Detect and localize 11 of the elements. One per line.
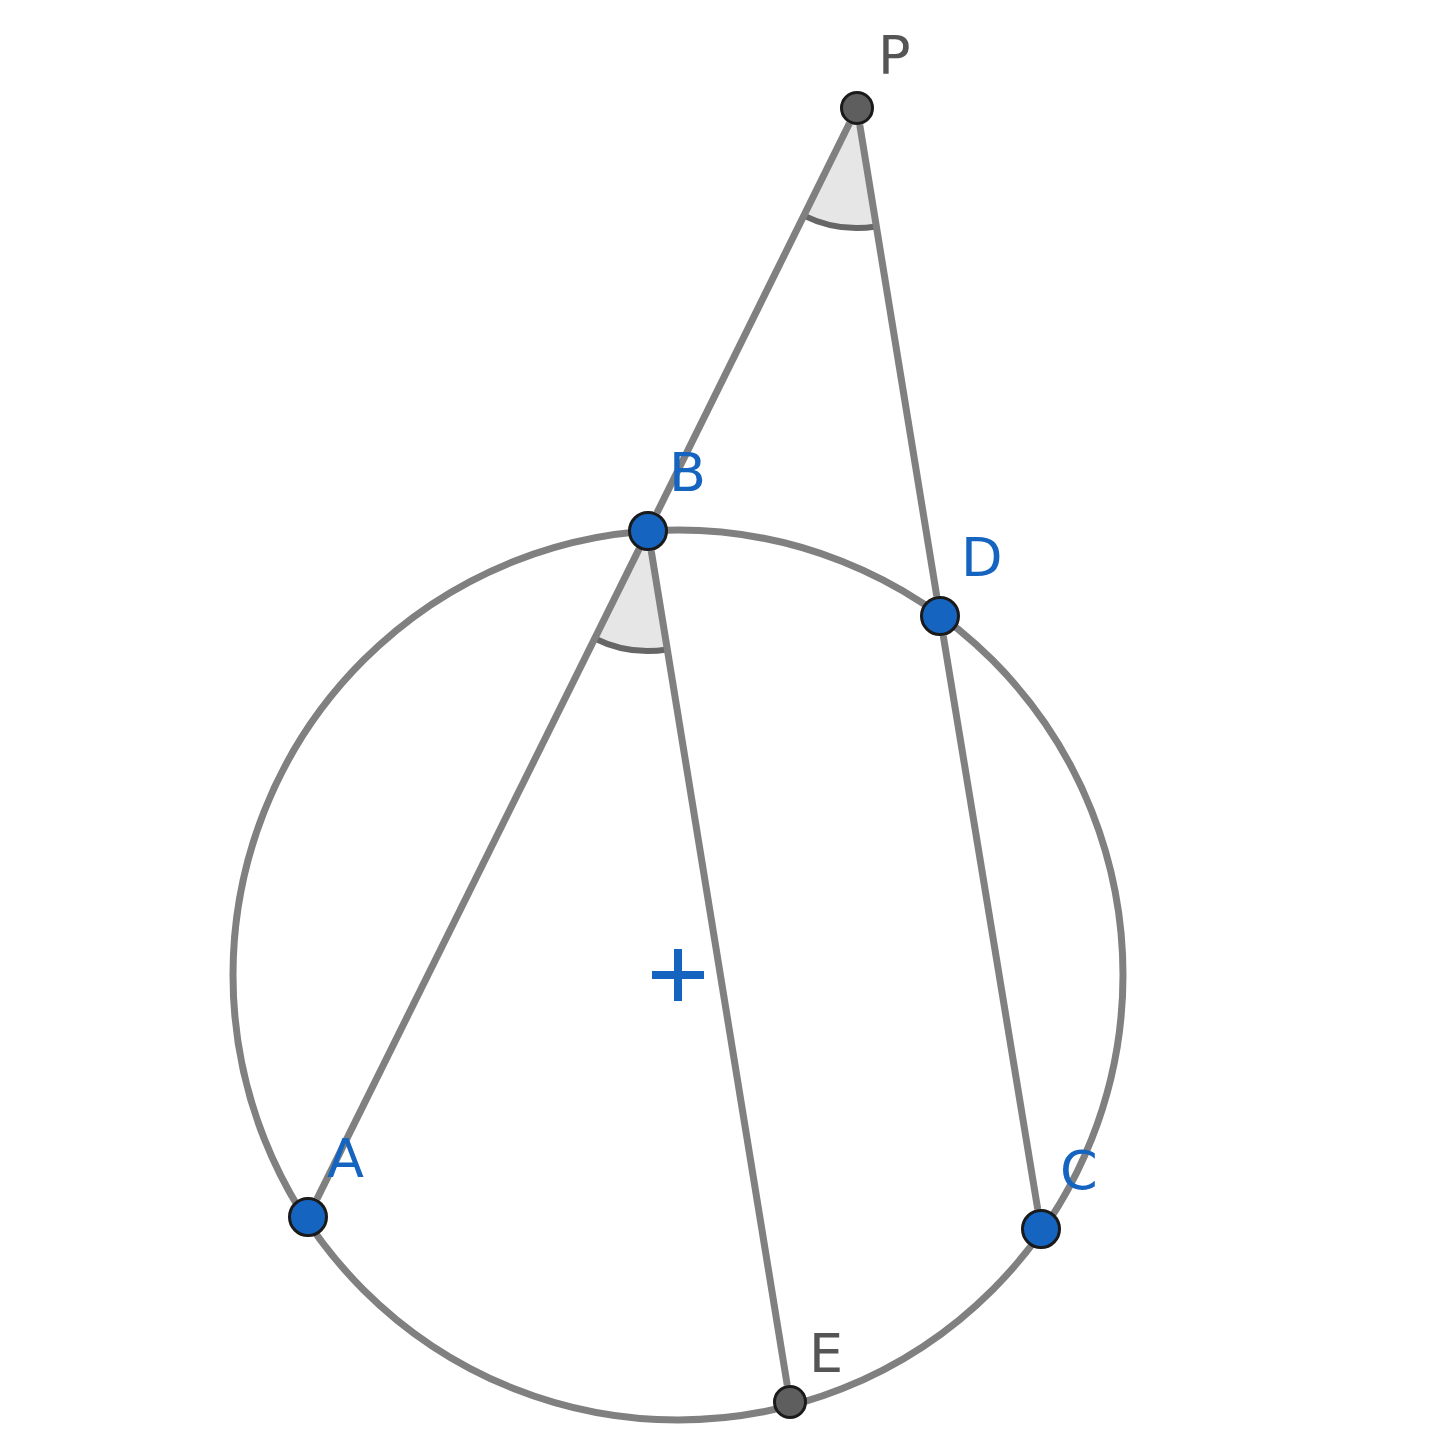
point-label: E	[809, 1327, 844, 1381]
point-label: B	[669, 446, 707, 500]
point-label: D	[961, 531, 1003, 585]
line-segment	[653, 121, 853, 515]
line-segment	[856, 124, 941, 597]
point-label: P	[878, 29, 911, 83]
point-label: C	[1060, 1144, 1098, 1198]
line-segment	[313, 547, 643, 1201]
point-label: A	[327, 1132, 364, 1186]
line-segment	[939, 635, 1042, 1210]
line-segment	[647, 550, 791, 1386]
